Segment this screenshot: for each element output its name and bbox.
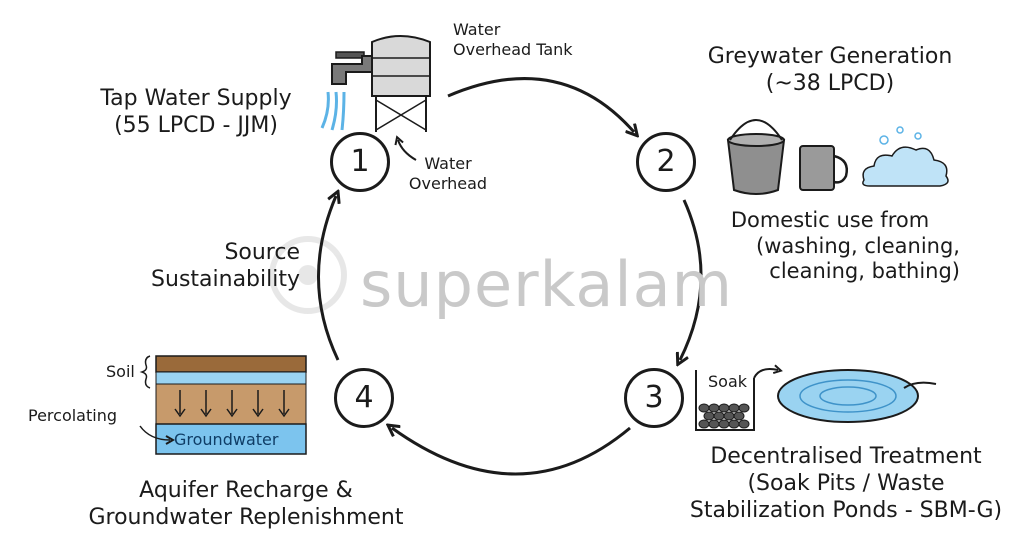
groundwater-label: Groundwater xyxy=(174,430,279,449)
tank-label: Water Overhead Tank xyxy=(453,20,573,59)
step-3-node: 3 xyxy=(624,368,684,428)
step-1-title: Tap Water Supply (55 LPCD - JJM) xyxy=(100,86,292,138)
step-2-title: Greywater Generation (~38 LPCD) xyxy=(707,44,953,96)
step-4-title: Aquifer Recharge & Groundwater Replenish… xyxy=(88,478,404,530)
soil-label: Soil xyxy=(106,362,135,381)
step-4-node: 4 xyxy=(334,368,394,428)
watermark-text: superkalam xyxy=(360,248,734,321)
soak-label: Soak xyxy=(708,372,748,391)
step-3-title: Decentralised Treatment (Soak Pits / Was… xyxy=(689,444,1003,523)
arrow-4-to-1 xyxy=(317,196,338,361)
bucket-icon xyxy=(726,119,786,195)
overhead-tank-icon xyxy=(371,35,431,132)
stabilization-pond-icon xyxy=(777,369,937,423)
overhead-label: Water Overhead xyxy=(408,154,488,193)
mug-icon xyxy=(799,145,848,191)
arrow-3-to-4 xyxy=(392,428,631,476)
percolating-label: Percolating xyxy=(28,406,117,425)
tap-icon xyxy=(320,51,377,131)
step-1-node: 1 xyxy=(330,132,390,192)
source-sustainability-label: Source Sustainability xyxy=(151,240,300,292)
watermark-logo xyxy=(269,236,347,314)
overhead-pointer xyxy=(398,140,417,161)
aquifer-section-icon xyxy=(139,355,307,455)
step-2-description: Domestic use from (washing, cleaning, cl… xyxy=(730,208,960,284)
arrow-1-to-2 xyxy=(447,77,634,132)
soak-pit-icon xyxy=(695,369,778,431)
arrow-2-to-3 xyxy=(680,199,703,360)
step-2-node: 2 xyxy=(636,132,696,192)
soap-suds-icon xyxy=(862,126,949,187)
